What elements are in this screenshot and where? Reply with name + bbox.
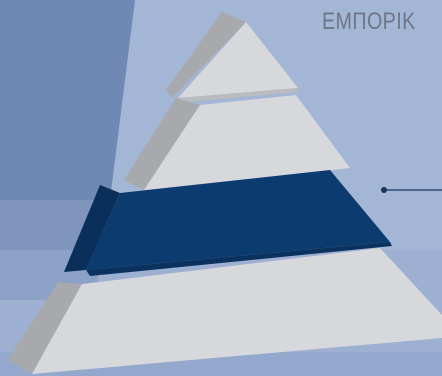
pyramid-level-1[interactable]: [166, 12, 298, 103]
header-title: ΕΜΠΟΡΙΚ: [322, 8, 416, 36]
pointer-dot: [381, 187, 387, 193]
pointer-connector: [381, 187, 442, 193]
